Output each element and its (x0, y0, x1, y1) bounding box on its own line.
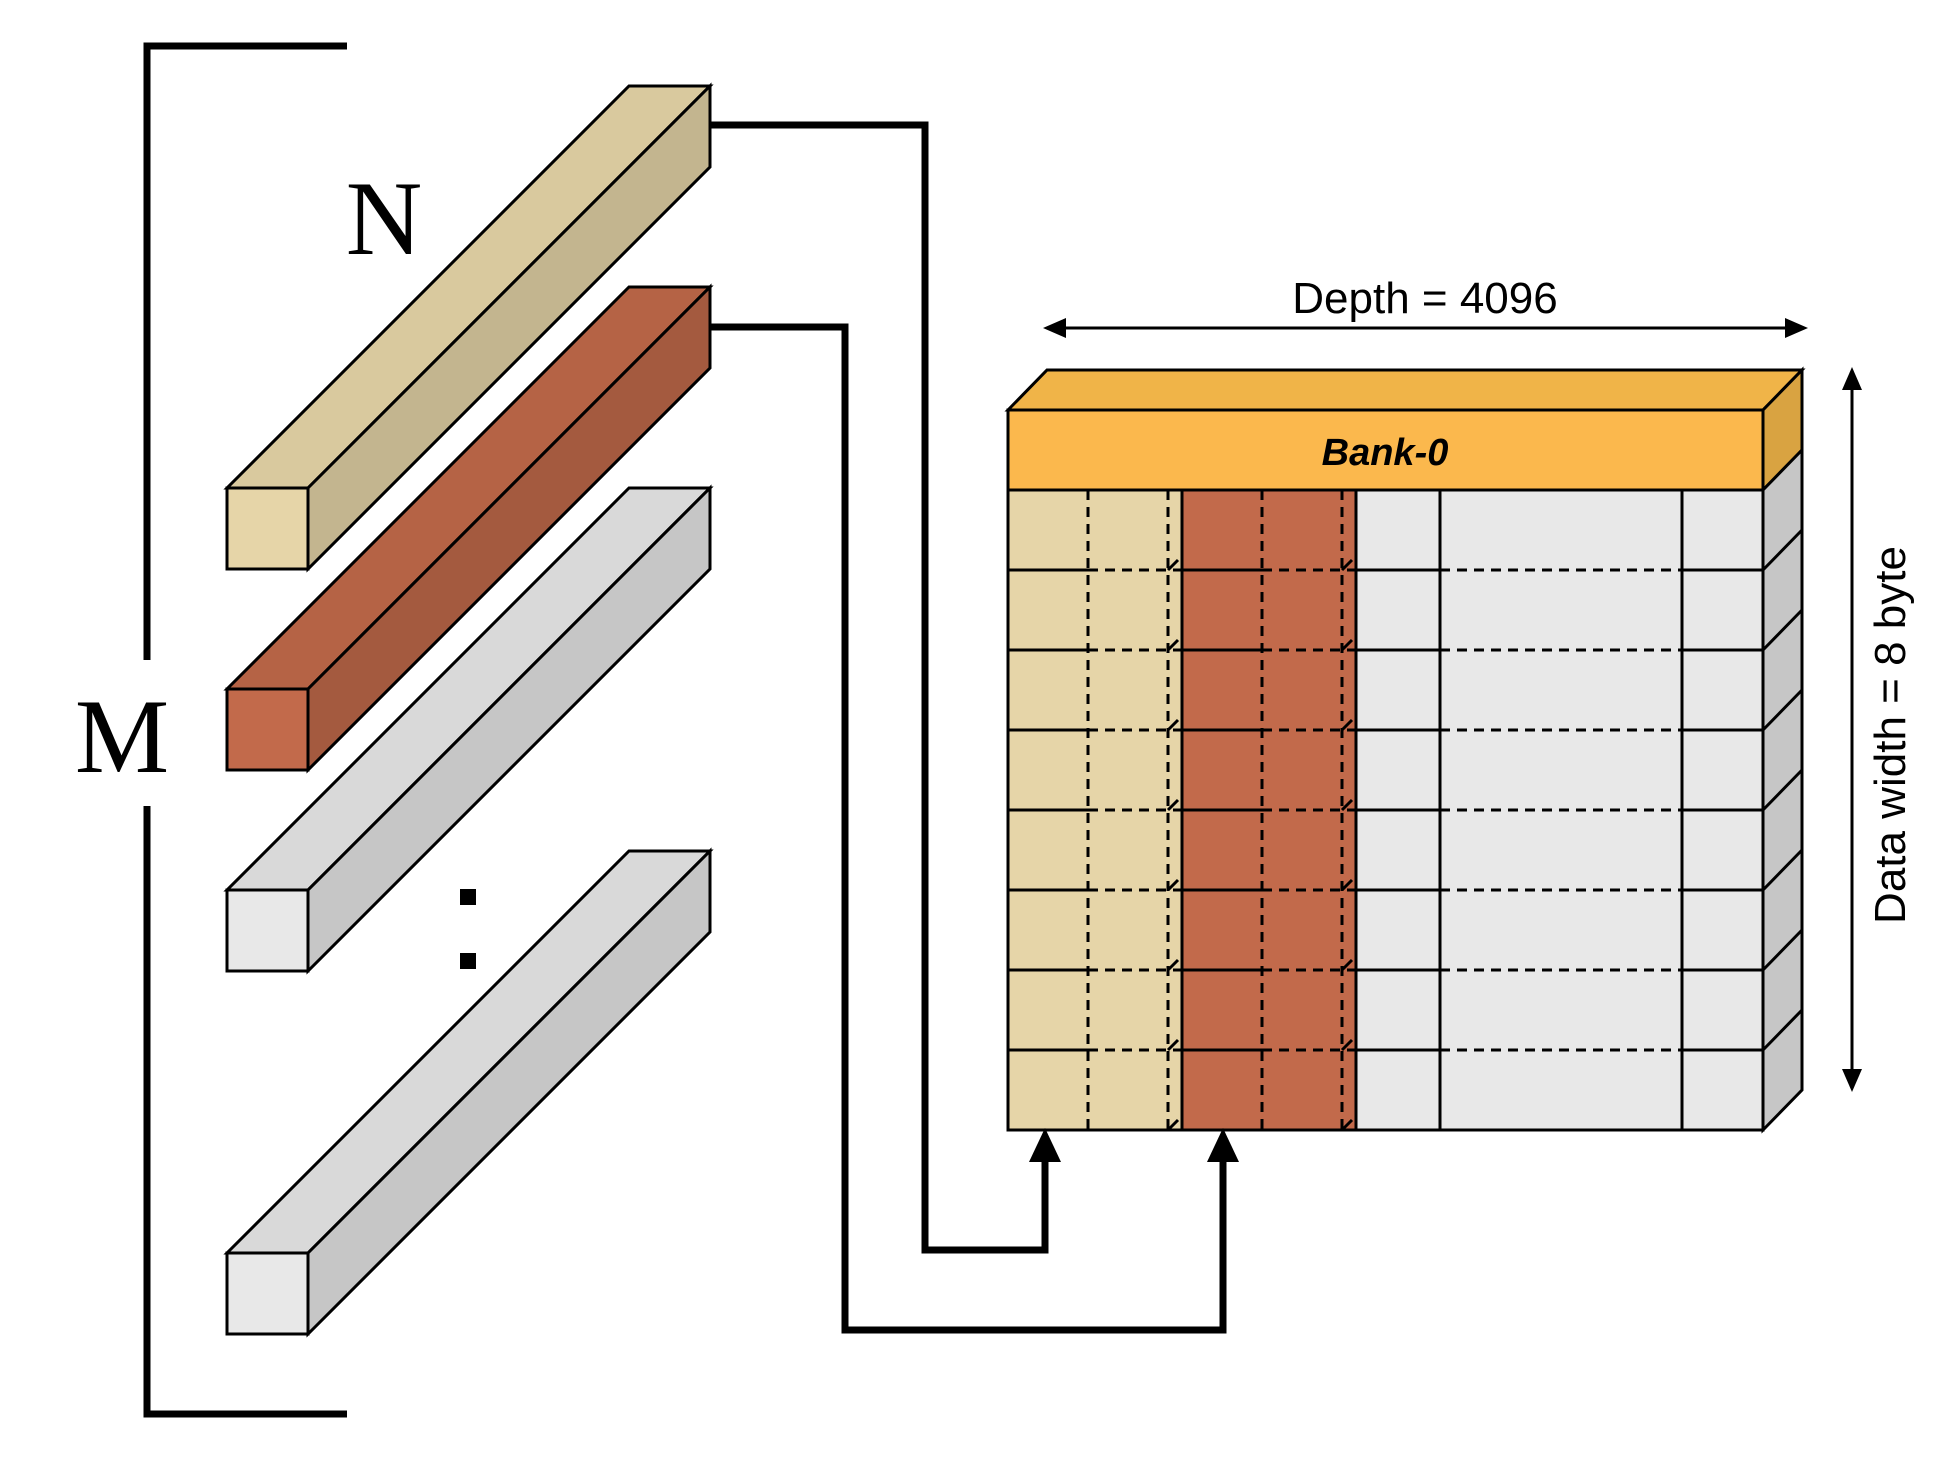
side-row-divider (1761, 608, 1804, 652)
m-label: M (75, 678, 169, 795)
depth-tick (1340, 558, 1354, 572)
side-row-divider (1761, 928, 1804, 972)
side-row-divider (1761, 1008, 1804, 1052)
depth-tick (1340, 1118, 1354, 1132)
data-width-label: Data width = 8 byte (1866, 546, 1915, 924)
depth-tick (1166, 1038, 1180, 1052)
vector-bar-gray-2 (223, 847, 714, 1338)
side-row-divider (1761, 768, 1804, 812)
vector-bar-tan-front (225, 486, 310, 571)
depth-tick (1166, 958, 1180, 972)
depth-arrow (1043, 318, 1808, 338)
wire-tan (710, 121, 1061, 1254)
vector-bar-rust (223, 283, 714, 774)
bank-body-frame (1006, 488, 1765, 1132)
side-row-divider (1761, 688, 1804, 732)
vector-bar-tan (223, 82, 714, 573)
depth-tick (1166, 718, 1180, 732)
vector-bar-gray-2-front (225, 1251, 310, 1336)
n-label: N (346, 160, 423, 277)
side-row-divider (1761, 848, 1804, 892)
bank-top-face (1004, 368, 1806, 412)
bank-label: Bank-0 (1322, 432, 1449, 474)
depth-tick (1166, 558, 1180, 572)
memory-bank (1004, 366, 1806, 1134)
wire-tan-arrowhead (1029, 1128, 1061, 1162)
depth-tick (1340, 638, 1354, 652)
wire-rust (710, 323, 1239, 1334)
depth-tick (1166, 1118, 1180, 1132)
depth-tick (1166, 878, 1180, 892)
depth-tick (1340, 1038, 1354, 1052)
depth-label: Depth = 4096 (1292, 274, 1557, 323)
side-row-divider (1761, 528, 1804, 572)
depth-tick (1166, 798, 1180, 812)
data-width-arrow (1842, 367, 1862, 1092)
depth-tick (1340, 878, 1354, 892)
bank-grid (1008, 490, 1804, 1132)
vector-bar-gray-1-front (225, 888, 310, 973)
depth-tick (1340, 798, 1354, 812)
vector-bar-rust-front (225, 687, 310, 772)
vector-bar-gray-2-side (306, 847, 712, 1338)
m-bracket (143, 42, 347, 1418)
ellipsis-dots (460, 889, 476, 969)
bank-header (1006, 408, 1765, 492)
wire-rust-arrowhead (1207, 1128, 1239, 1162)
depth-tick (1340, 958, 1354, 972)
vector-bar-gray-1 (223, 484, 714, 975)
depth-tick (1166, 638, 1180, 652)
depth-tick (1340, 718, 1354, 732)
